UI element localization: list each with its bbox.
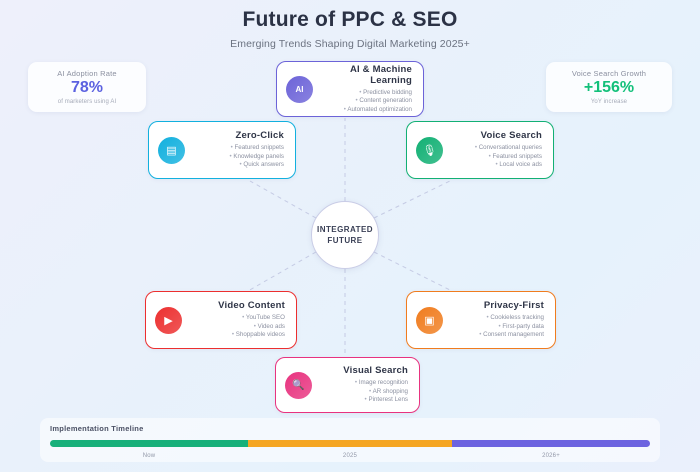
page-subtitle: Emerging Trends Shaping Digital Marketin… [230,38,470,50]
camera-lens-icon: 🔍 [285,371,312,399]
timeline-label: 2025 [342,453,358,459]
card-body: Voice Search Conversational queries Feat… [450,130,544,170]
microphone-icon: 🎙 [416,136,443,164]
list-item: YouTube SEO [189,314,285,323]
stat-value: +156% [583,79,635,96]
icon-glyph: 🎙 [422,144,437,157]
shield-lock-icon: ▣ [416,306,443,334]
card-feature-list: Featured snippets Knowledge panels Quick… [192,144,284,170]
implementation-timeline: Implementation Timeline Now 2025 2026+ [40,418,660,462]
snippet-box-icon: ▤ [158,136,185,164]
stat-value: 78% [70,79,104,96]
card-feature-list: Conversational queries Featured snippets… [450,144,542,170]
list-item: Pinterest Lens [319,396,408,405]
timeline-bar [50,440,650,447]
timeline-label: 2026+ [542,453,560,459]
hub-line-1: INTEGRATED [317,225,373,234]
ai-badge-icon: AI [286,75,313,103]
list-item: Image recognition [319,379,408,388]
topic-card-zero-click[interactable]: ▤ Zero-Click Featured snippets Knowledge… [148,121,296,179]
card-body: Zero-Click Featured snippets Knowledge p… [192,130,286,170]
list-item: Automated optimization [320,106,412,115]
stat-sublabel: YoY increase [590,99,628,105]
topic-card-voice-search[interactable]: 🎙 Voice Search Conversational queries Fe… [406,121,554,179]
list-item: Predictive bidding [320,89,412,98]
list-item: First-party data [450,323,544,332]
timeline-labels: Now 2025 2026+ [50,453,650,459]
timeline-label: Now [142,453,156,459]
card-body: Privacy-First Cookieless tracking First-… [450,300,546,340]
list-item: Featured snippets [450,153,542,162]
timeline-segment-now [50,440,248,447]
list-item: Shoppable videos [189,331,285,340]
stat-card-voice-growth: Voice Search Growth +156% YoY increase [546,62,672,112]
icon-glyph: ▶ [164,314,173,327]
card-body: Visual Search Image recognition AR shopp… [319,365,410,405]
card-title: Voice Search [480,130,542,142]
card-title: AI & Machine Learning [349,63,412,86]
play-button-icon: ▶ [155,306,182,334]
page-header: Future of PPC & SEO Emerging Trends Shap… [0,8,700,50]
card-feature-list: Predictive bidding Content generation Au… [320,89,412,115]
card-title: Privacy-First [483,300,544,312]
list-item: Conversational queries [450,144,542,153]
card-title: Video Content [218,300,285,312]
central-hub: INTEGRATED FUTURE [311,201,379,269]
stat-label: Voice Search Growth [571,69,647,78]
stat-label: AI Adoption Rate [57,69,117,78]
list-item: Video ads [189,323,285,332]
icon-glyph: ▤ [166,144,177,157]
icon-glyph: AI [295,84,304,94]
list-item: Featured snippets [192,144,284,153]
stat-sublabel: of marketers using AI [57,99,117,105]
list-item: Quick answers [192,161,284,170]
topic-card-video-content[interactable]: ▶ Video Content YouTube SEO Video ads Sh… [145,291,297,349]
list-item: Knowledge panels [192,153,284,162]
list-item: Local voice ads [450,161,542,170]
timeline-segment-2025 [248,440,452,447]
stat-card-ai-adoption: AI Adoption Rate 78% of marketers using … [28,62,146,112]
card-body: AI & Machine Learning Predictive bidding… [320,64,414,115]
topic-card-privacy-first[interactable]: ▣ Privacy-First Cookieless tracking Firs… [406,291,556,349]
card-title: Visual Search [343,365,408,377]
card-body: Video Content YouTube SEO Video ads Shop… [189,300,287,340]
list-item: Cookieless tracking [450,314,544,323]
icon-glyph: ▣ [424,314,435,327]
list-item: Consent management [450,331,544,340]
topic-card-visual-search[interactable]: 🔍 Visual Search Image recognition AR sho… [275,357,420,413]
list-item: Content generation [320,97,412,106]
timeline-segment-2026 [452,440,650,447]
list-item: AR shopping [319,388,408,397]
card-feature-list: YouTube SEO Video ads Shoppable videos [189,314,285,340]
icon-glyph: 🔍 [292,379,305,391]
page-title: Future of PPC & SEO [242,8,458,31]
hub-line-2: FUTURE [327,236,363,245]
card-feature-list: Cookieless tracking First-party data Con… [450,314,544,340]
timeline-title: Implementation Timeline [50,424,144,433]
card-title: Zero-Click [235,130,284,142]
topic-card-ai-machine-learning[interactable]: AI AI & Machine Learning Predictive bidd… [276,61,424,117]
card-feature-list: Image recognition AR shopping Pinterest … [319,379,408,405]
